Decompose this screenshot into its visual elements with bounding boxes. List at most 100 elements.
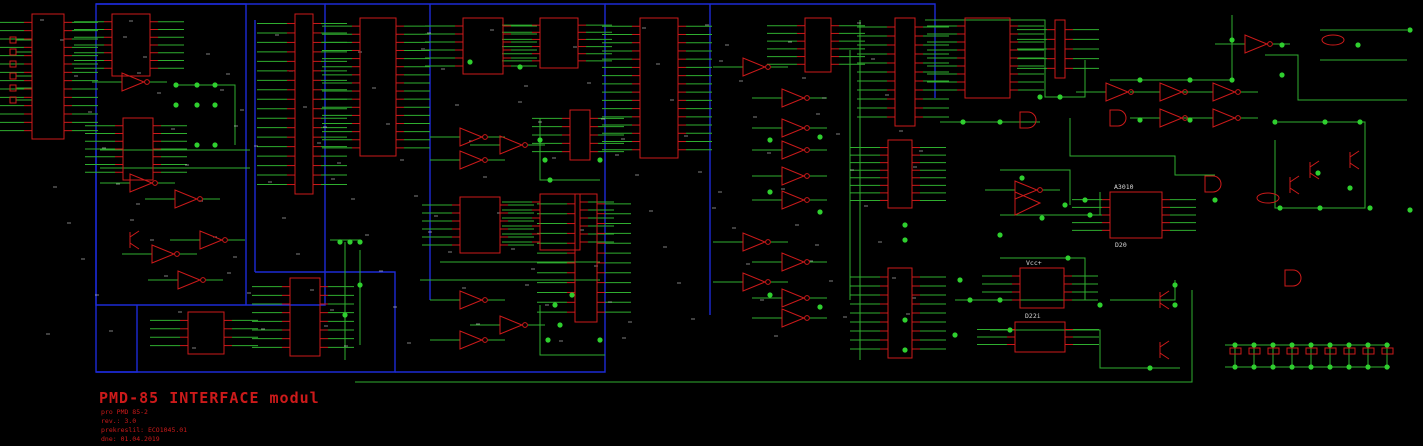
junction-dot [1357,119,1363,125]
ic-chip [462,17,504,75]
inverter-bubble [804,125,810,131]
junction-dot [1308,364,1314,370]
junction-dot [194,142,200,148]
junction-dot [960,119,966,125]
ic-chip [31,13,65,140]
buffer-gate [742,272,767,292]
junction-dot [545,337,551,343]
junction-dot [1346,342,1352,348]
inverter-bubble [804,173,810,179]
component-symbols [9,13,1394,360]
resistor [1229,347,1242,355]
junction-dot [1365,364,1371,370]
net-trace [355,290,1193,383]
inverter-bubble [522,322,528,328]
ic-chip [1014,321,1066,353]
buffer-gate [1014,180,1039,200]
ic-chip [639,17,679,159]
transistor-leg [1159,290,1170,298]
junction-dot [997,119,1003,125]
buffer-gate [459,150,484,170]
junction-dot [817,304,823,310]
junction-dot [1315,170,1321,176]
inverter-bubble [200,277,206,283]
junction-dot [1019,175,1025,181]
inverter-bubble [1235,115,1241,121]
junction-dot [1097,302,1103,308]
junction-dot [902,347,908,353]
junction-dot [1065,255,1071,261]
inverter-bubble [174,251,180,257]
junction-dot [1308,342,1314,348]
connector-pin [9,72,17,80]
transistor-leg [1289,187,1300,195]
resistor [1305,347,1318,355]
junction-dot [1037,94,1043,100]
buffer-gate [121,72,146,92]
led-symbol [1256,192,1280,204]
junction-dot [1277,205,1283,211]
junction-dot [902,317,908,323]
net-trace [175,84,236,145]
junction-dot [1087,212,1093,218]
ic-chip [1109,191,1163,239]
buffer-gate [781,166,806,186]
net-trace [1110,15,1233,81]
junction-dot [952,332,958,338]
signal-wires [0,15,1407,383]
buffer-gate [781,88,806,108]
ic-chip [359,17,397,157]
junction-dot [902,222,908,228]
junction-dot [1346,364,1352,370]
junction-dot [1062,202,1068,208]
junction-dot [1057,94,1063,100]
resistor [1362,347,1375,355]
inverter-bubble [804,197,810,203]
junction-dot [1289,364,1295,370]
buffer-gate [781,140,806,160]
resistor [1343,347,1356,355]
inverter-bubble [765,279,771,285]
inverter-bubble [1182,89,1188,95]
junction-dot [212,142,218,148]
junction-dot [357,282,363,288]
junction-dot [347,239,353,245]
buffer-gate [781,308,806,328]
inverter-bubble [1182,115,1188,121]
ic-chip [122,117,154,181]
ic-chip [1054,19,1066,79]
junction-dot [1137,117,1143,123]
buffer-gate [781,252,806,272]
inverter-bubble [1235,89,1241,95]
inverter-bubble [482,297,488,303]
inverter-bubble [222,237,228,243]
net-trace [1000,169,1071,205]
transistor-leg [1159,302,1170,310]
net-trace [1069,118,1215,176]
junction-dot [1355,42,1361,48]
inverter-bubble [482,337,488,343]
buffer-gate [742,57,767,77]
transistor-leg [1349,162,1360,170]
and-gate [1204,175,1222,193]
ic-chip [294,13,314,195]
buffer-gate [1244,34,1269,54]
bus-line [96,271,396,373]
and-gate [1284,269,1302,287]
junction-dot [1229,77,1235,83]
junction-dot [1384,364,1390,370]
junction-dot [1327,342,1333,348]
buffer-gate [199,230,224,250]
junction-dot [1172,302,1178,308]
transistor-leg [1159,352,1170,360]
junction-dot [342,312,348,318]
junction-dot [569,292,575,298]
part-label-a: A3010 [1114,183,1134,191]
buffer-gate [174,189,199,209]
junction-dot [1327,364,1333,370]
buffer-gate [742,232,767,252]
inverter-bubble [1128,89,1134,95]
junction-dot [902,237,908,243]
junction-dot [1407,27,1413,33]
junction-dot [517,64,523,70]
